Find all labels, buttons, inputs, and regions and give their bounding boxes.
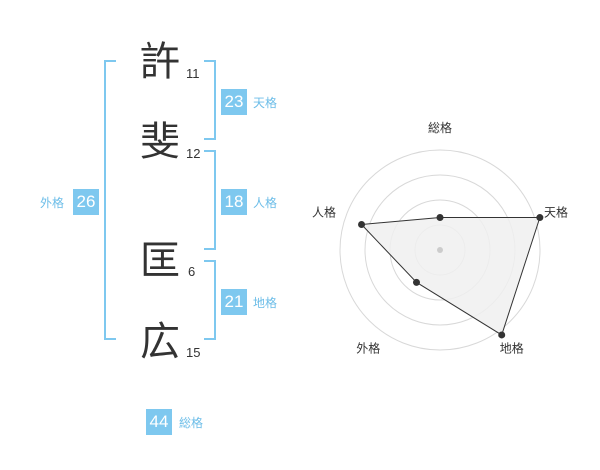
tenkaku-label: 天格 bbox=[253, 96, 278, 110]
stroke-count-4: 15 bbox=[186, 345, 201, 360]
radar-point-1 bbox=[436, 214, 444, 221]
radar-point-5 bbox=[358, 221, 366, 229]
jinkaku-value: 18 bbox=[221, 189, 247, 215]
chikaku-bracket bbox=[204, 260, 216, 340]
radar-axis-label-3: 地格 bbox=[500, 341, 524, 356]
stroke-count-3: 6 bbox=[188, 264, 196, 279]
radar-grid-ring bbox=[339, 149, 541, 351]
radar-axis-label-1: 総格 bbox=[428, 120, 452, 135]
jinkaku-bracket bbox=[204, 150, 216, 250]
stroke-count-2: 12 bbox=[186, 146, 201, 161]
radar-axis-label-5: 人格 bbox=[312, 204, 336, 219]
radar-axis-label-4: 外格 bbox=[356, 341, 380, 356]
tenkaku-bracket bbox=[204, 60, 216, 140]
tenkaku-value: 23 bbox=[221, 89, 247, 115]
stroke-count-1: 11 bbox=[186, 66, 200, 81]
jinkaku-label: 人格 bbox=[253, 196, 278, 210]
name-char-3: 匡 bbox=[140, 238, 180, 284]
gaikaku-value: 26 bbox=[73, 189, 99, 215]
radar-point-4 bbox=[412, 278, 420, 286]
radar-point-3 bbox=[498, 331, 506, 339]
name-char-4: 広 bbox=[140, 319, 180, 365]
chikaku-label: 地格 bbox=[253, 296, 278, 310]
name-char-1: 許 bbox=[140, 39, 180, 85]
name-char-2: 斐 bbox=[140, 119, 180, 165]
radar-point-2 bbox=[536, 214, 544, 222]
soukaku-value: 44 bbox=[146, 409, 172, 435]
gaikaku-label: 外格 bbox=[40, 196, 65, 210]
radar-series-polygon bbox=[360, 216, 541, 336]
gaikaku-bracket bbox=[104, 60, 116, 340]
chikaku-value: 21 bbox=[221, 289, 247, 315]
radar-center-dot bbox=[437, 247, 443, 253]
soukaku-label: 総格 bbox=[179, 416, 204, 430]
radar-axis-label-2: 天格 bbox=[544, 204, 568, 219]
